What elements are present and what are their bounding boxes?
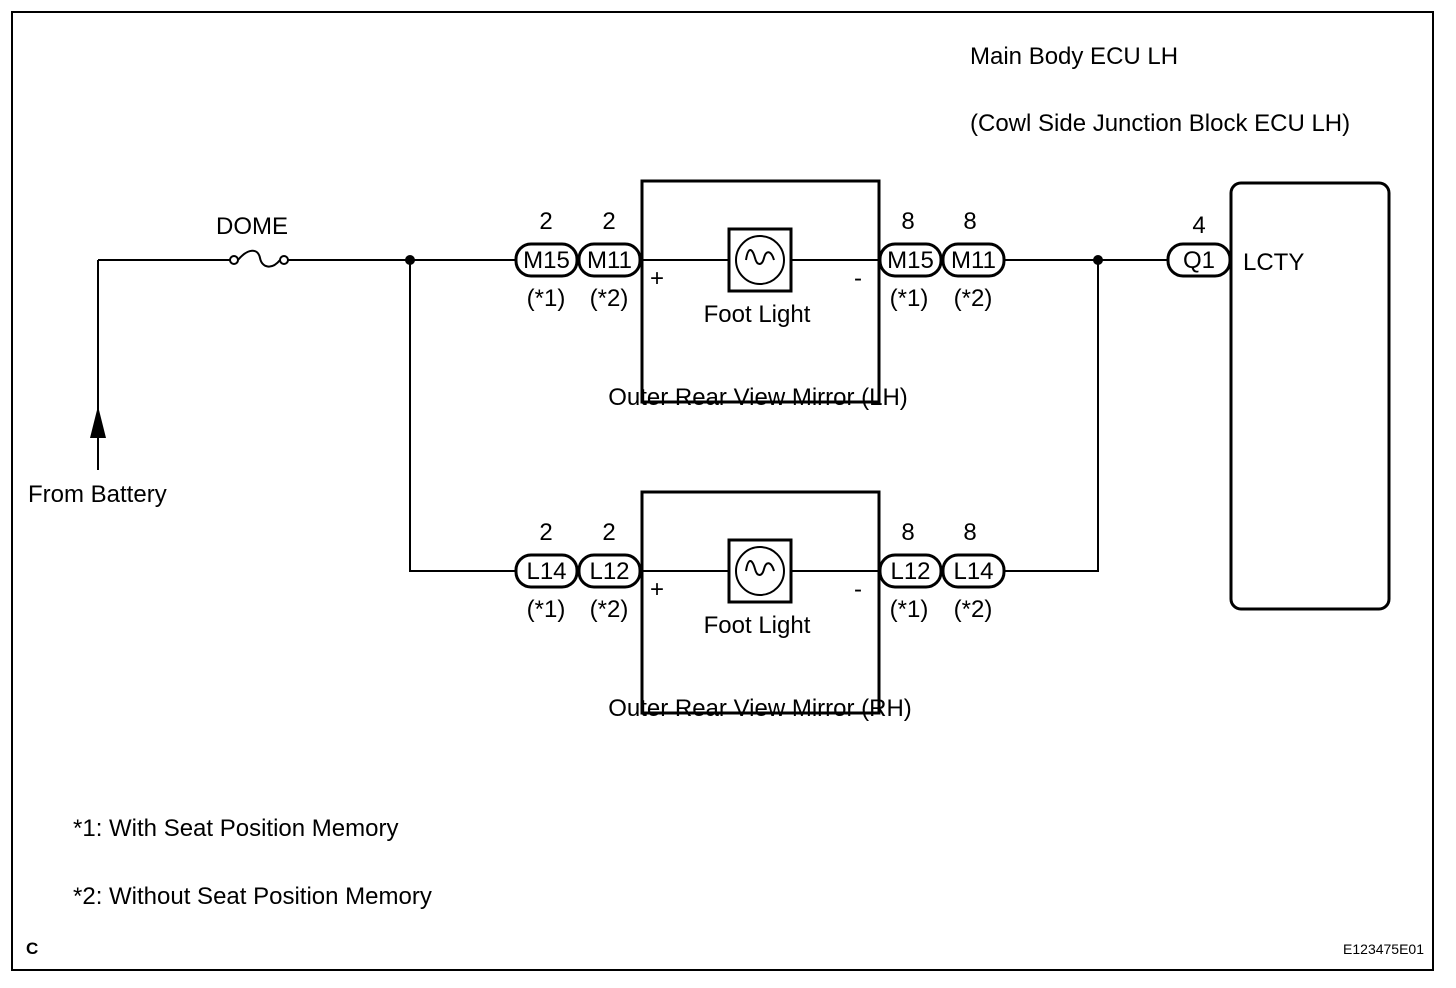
pin-l12-in: 2 <box>602 519 615 546</box>
mirror-lh-caption: Outer Rear View Mirror (LH) <box>608 384 908 411</box>
corner-letter: C <box>26 939 38 958</box>
pin-m15-out: 8 <box>901 208 914 235</box>
pin-l14-out: 8 <box>963 519 976 546</box>
note-l14-out: (*2) <box>954 596 993 623</box>
note-m15-out: (*1) <box>890 285 929 312</box>
lamp-icon <box>727 538 793 604</box>
connector-m11-out: M11 <box>941 242 1006 278</box>
pin-m11-in: 2 <box>602 208 615 235</box>
connector-l14-in: L14 <box>514 553 579 589</box>
note-m15-in: (*1) <box>527 285 566 312</box>
lamp-icon <box>727 227 793 293</box>
note-m11-out: (*2) <box>954 285 993 312</box>
wire-branch-to-rh <box>409 260 516 572</box>
connector-l12-in: L12 <box>577 553 642 589</box>
connector-m15-out: M15 <box>878 242 943 278</box>
ecu-title: Main Body ECU LH <box>970 43 1178 70</box>
mirror-lh-lamp-label: Foot Light <box>704 301 811 328</box>
mirror-rh-plus: + <box>650 576 664 603</box>
svg-text:L14: L14 <box>953 558 993 585</box>
diagram-frame <box>11 11 1434 971</box>
fuse-label: DOME <box>216 213 288 240</box>
svg-text:M11: M11 <box>951 247 996 274</box>
ecu-terminal-label: LCTY <box>1243 249 1304 276</box>
svg-text:L12: L12 <box>890 558 930 585</box>
note-l14-in: (*1) <box>527 596 566 623</box>
connector-l12-out: L12 <box>878 553 943 589</box>
battery-label: From Battery <box>28 481 167 508</box>
svg-text:L12: L12 <box>589 558 629 585</box>
note-l12-out: (*1) <box>890 596 929 623</box>
pin-m11-out: 8 <box>963 208 976 235</box>
mirror-rh-caption: Outer Rear View Mirror (RH) <box>608 695 912 722</box>
svg-text:L14: L14 <box>526 558 566 585</box>
mirror-rh-lamp-label: Foot Light <box>704 612 811 639</box>
note-l12-in: (*2) <box>590 596 629 623</box>
pin-l14-in: 2 <box>539 519 552 546</box>
note-1: *1: With Seat Position Memory <box>73 815 398 842</box>
svg-text:Q1: Q1 <box>1183 247 1215 274</box>
figure-id: E123475E01 <box>1343 941 1424 957</box>
pin-l12-out: 8 <box>901 519 914 546</box>
connector-m11-in: M11 <box>577 242 642 278</box>
mirror-rh-minus: - <box>854 576 862 603</box>
pin-m15-in: 2 <box>539 208 552 235</box>
fuse-symbol <box>229 249 289 268</box>
mirror-lh-plus: + <box>650 265 664 292</box>
battery-arrow <box>90 260 106 470</box>
connector-l14-out: L14 <box>941 553 1006 589</box>
connector-q1: Q1 <box>1166 242 1232 278</box>
wire-rh-return <box>1004 260 1099 572</box>
ecu-subtitle: (Cowl Side Junction Block ECU LH) <box>970 110 1350 137</box>
note-2: *2: Without Seat Position Memory <box>73 883 432 910</box>
svg-text:M11: M11 <box>587 247 632 274</box>
note-m11-in: (*2) <box>590 285 629 312</box>
ecu-box <box>1229 181 1391 611</box>
connector-m15-in: M15 <box>514 242 579 278</box>
svg-text:M15: M15 <box>523 247 570 274</box>
mirror-lh-minus: - <box>854 265 862 292</box>
svg-text:M15: M15 <box>887 247 934 274</box>
pin-q1: 4 <box>1192 212 1205 239</box>
